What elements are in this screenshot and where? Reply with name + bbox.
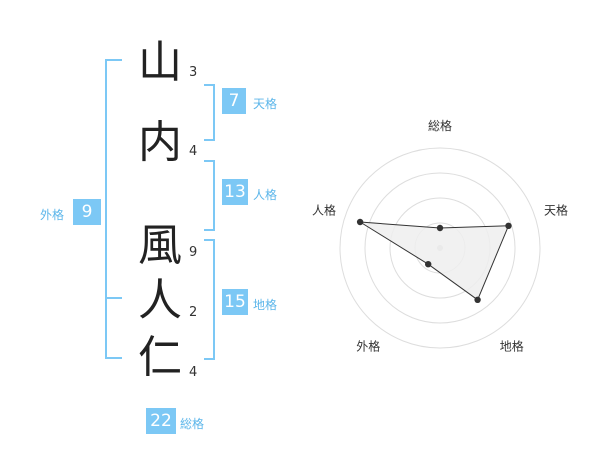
name-char-5: 仁 bbox=[138, 332, 182, 383]
stroke-count-4: 2 bbox=[189, 305, 198, 320]
radar-point-5 bbox=[356, 218, 364, 226]
gaikaku-badge: 9 bbox=[73, 199, 101, 225]
stroke-count-5: 4 bbox=[189, 365, 198, 380]
radar-point-2 bbox=[505, 222, 512, 229]
name-char-2: 内 bbox=[138, 117, 182, 168]
name-char-3: 風 bbox=[138, 220, 182, 271]
radar-series-polygon bbox=[359, 221, 510, 301]
gaikaku-label: 外格 bbox=[40, 208, 65, 222]
radar-point-3 bbox=[474, 296, 481, 303]
name-char-1: 山 bbox=[138, 37, 182, 88]
tenkaku-badge: 7 bbox=[222, 88, 246, 114]
radar-axis-label-5: 人格 bbox=[312, 202, 336, 217]
radar-ring-4 bbox=[339, 147, 541, 349]
radar-point-1 bbox=[436, 224, 444, 232]
gaikaku-bracket bbox=[105, 59, 122, 359]
radar-axis-label-2: 天格 bbox=[544, 202, 568, 217]
stroke-count-2: 4 bbox=[189, 144, 198, 159]
jinkaku-label: 人格 bbox=[253, 188, 278, 202]
tenkaku-bracket bbox=[204, 84, 215, 141]
radar-axis-label-4: 外格 bbox=[356, 339, 380, 354]
radar-axis-label-3: 地格 bbox=[500, 339, 524, 354]
radar-axis-label-1: 総格 bbox=[428, 118, 452, 133]
soukaku-label: 総格 bbox=[180, 417, 205, 431]
radar-point-4 bbox=[425, 261, 432, 268]
stroke-count-1: 3 bbox=[189, 65, 198, 80]
radar-ring-3 bbox=[364, 172, 516, 324]
chikaku-bracket bbox=[204, 239, 215, 360]
stroke-count-3: 9 bbox=[189, 245, 198, 260]
tenkaku-label: 天格 bbox=[253, 97, 278, 111]
chikaku-badge: 15 bbox=[222, 289, 248, 315]
jinkaku-badge: 13 bbox=[222, 179, 248, 205]
name-char-4: 人 bbox=[138, 275, 182, 326]
chikaku-label: 地格 bbox=[253, 298, 278, 312]
jinkaku-bracket bbox=[204, 160, 215, 231]
soukaku-badge: 22 bbox=[146, 408, 176, 434]
